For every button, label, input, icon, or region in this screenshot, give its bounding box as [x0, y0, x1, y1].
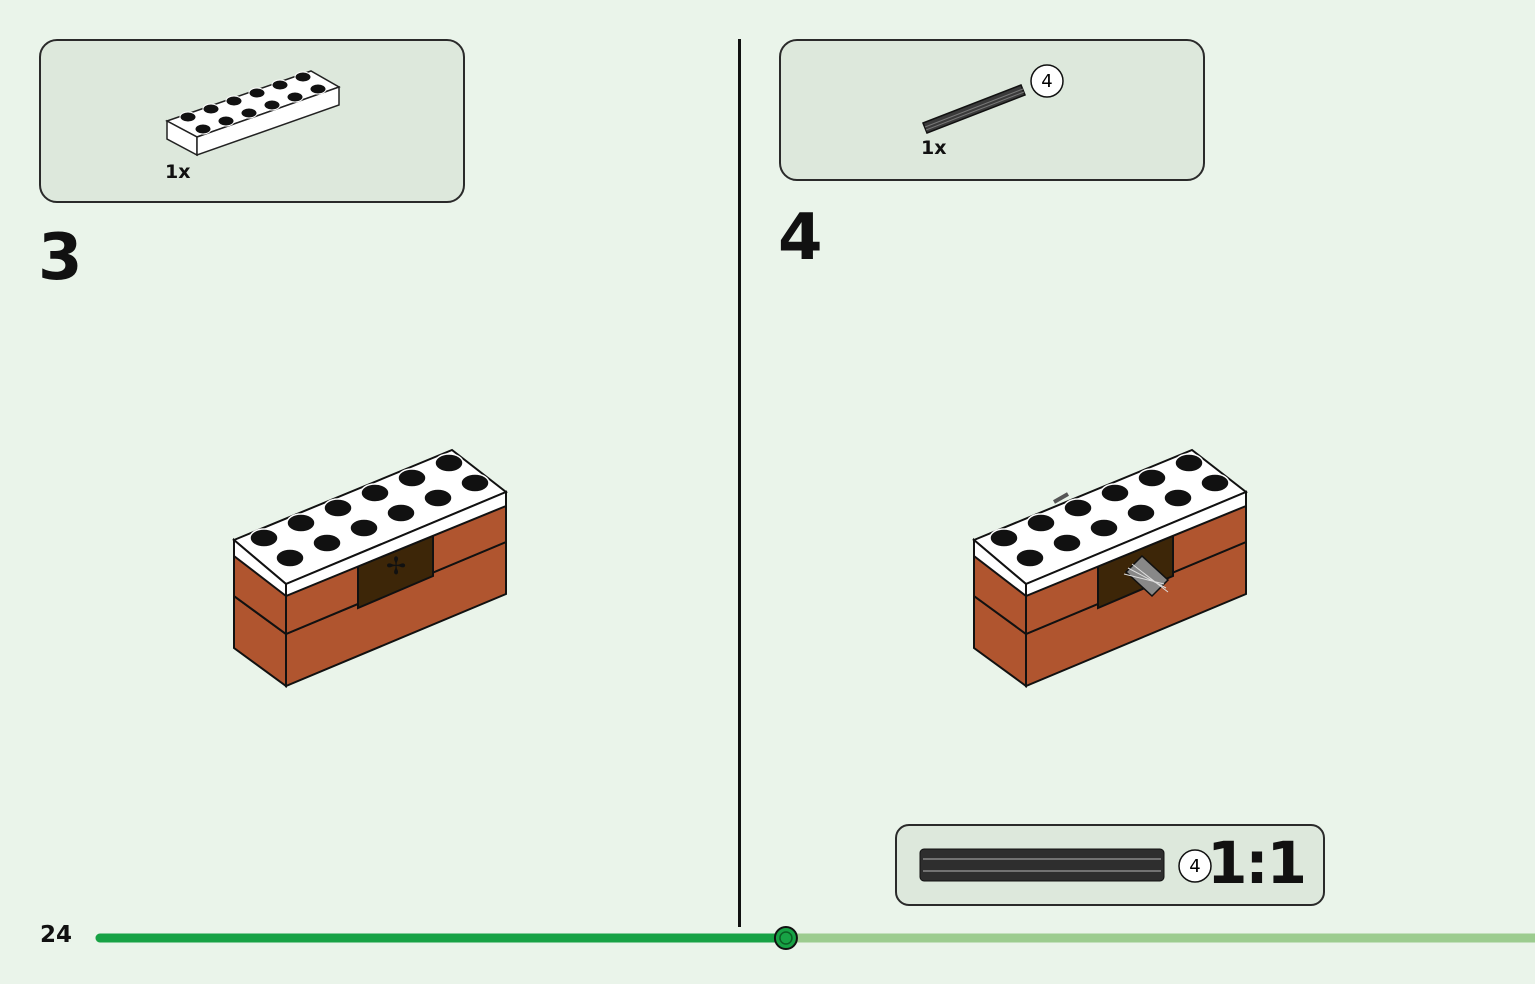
axle-icon	[922, 84, 1026, 134]
step-3-parts-callout: 1x	[39, 39, 465, 203]
part-quantity: 1x	[921, 137, 947, 159]
step-divider	[738, 39, 741, 927]
scale-ruler-callout: 4 1:1	[895, 824, 1325, 906]
step-number: 4	[778, 201, 823, 275]
axle-1to1-icon	[919, 848, 1165, 882]
step-3-model: ✢	[232, 448, 508, 688]
svg-text:4: 4	[1189, 856, 1200, 877]
part-quantity: 1x	[165, 161, 191, 183]
svg-text:✢: ✢	[386, 552, 406, 580]
step-4-parts-callout: 4 1x	[779, 39, 1205, 181]
scale-label: 1:1	[1207, 829, 1307, 897]
plate-2x6-icon	[165, 70, 341, 157]
length-badge: 4	[1030, 64, 1064, 98]
progress-marker	[773, 926, 798, 950]
step-number: 3	[38, 221, 83, 295]
step-4-model	[972, 448, 1248, 688]
svg-text:4: 4	[1041, 71, 1052, 92]
length-badge: 4	[1178, 849, 1212, 883]
progress-bar	[95, 926, 1535, 950]
page-number: 24	[40, 922, 73, 948]
